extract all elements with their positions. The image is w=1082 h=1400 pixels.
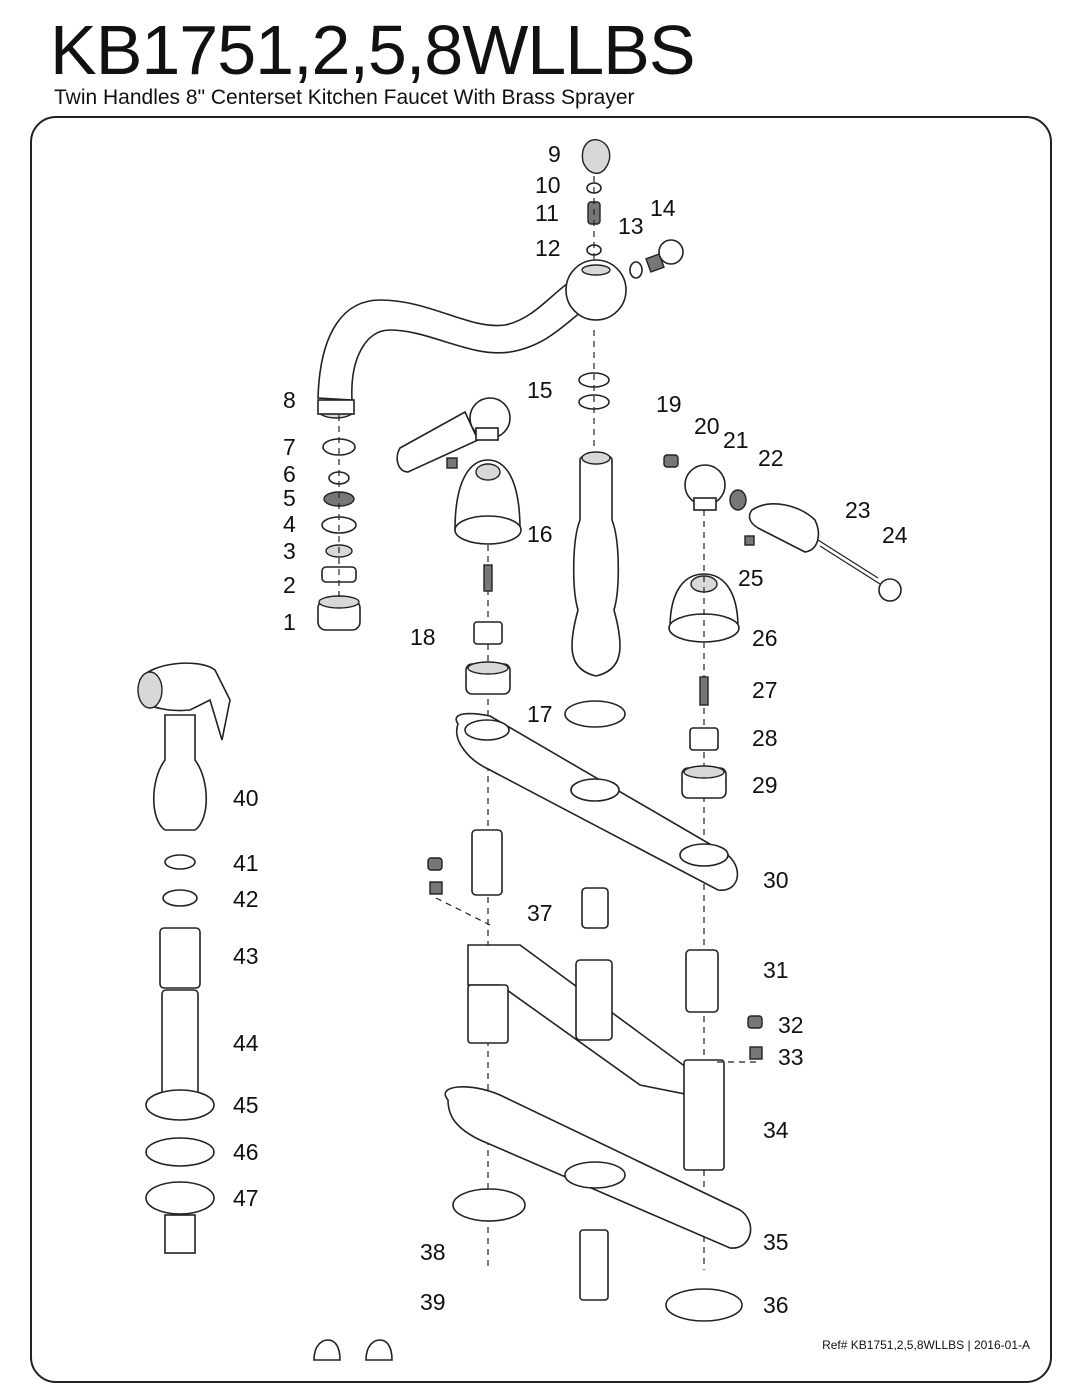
callout-1: 1 xyxy=(283,609,296,635)
callout-21: 21 xyxy=(723,427,749,453)
callout-30: 30 xyxy=(763,867,789,893)
callout-36: 36 xyxy=(763,1292,789,1318)
callout-40: 40 xyxy=(233,785,259,811)
callout-28: 28 xyxy=(752,725,778,751)
callout-38: 38 xyxy=(420,1239,446,1265)
left-handle-drawing xyxy=(396,397,511,473)
sprayer-assembly xyxy=(137,662,231,1254)
callout-39: 39 xyxy=(420,1289,446,1315)
callout-2: 2 xyxy=(283,572,296,598)
aerator-stack xyxy=(317,415,361,631)
right-handle-drawing xyxy=(663,454,902,602)
callout-23: 23 xyxy=(845,497,871,523)
callout-33: 33 xyxy=(778,1044,804,1070)
supply-nuts xyxy=(313,1339,393,1361)
callout-29: 29 xyxy=(752,772,778,798)
callout-37: 37 xyxy=(527,900,553,926)
callout-13: 13 xyxy=(618,213,644,239)
callout-42: 42 xyxy=(233,886,259,912)
callout-46: 46 xyxy=(233,1139,259,1165)
valve-body xyxy=(427,829,763,1171)
callout-labels: 1234567891011121314151617181920212223242… xyxy=(233,141,908,1318)
reference-code: Ref# KB1751,2,5,8WLLBS | 2016-01-A xyxy=(822,1338,1030,1352)
callout-25: 25 xyxy=(738,565,764,591)
model-number: KB1751,2,5,8WLLBS xyxy=(50,11,696,89)
callout-41: 41 xyxy=(233,850,259,876)
callout-7: 7 xyxy=(283,434,296,460)
callout-47: 47 xyxy=(233,1185,259,1211)
spout-cap-parts xyxy=(581,138,684,279)
callout-43: 43 xyxy=(233,943,259,969)
callout-18: 18 xyxy=(410,624,436,650)
callout-11: 11 xyxy=(535,200,559,226)
callout-9: 9 xyxy=(548,141,561,167)
callout-34: 34 xyxy=(763,1117,789,1143)
spout-drawing xyxy=(317,259,627,419)
callout-15: 15 xyxy=(527,377,553,403)
callout-27: 27 xyxy=(752,677,778,703)
callout-3: 3 xyxy=(283,538,296,564)
deck-plate xyxy=(455,712,739,891)
callout-5: 5 xyxy=(283,485,296,511)
callout-20: 20 xyxy=(694,413,720,439)
callout-32: 32 xyxy=(778,1012,804,1038)
callout-17: 17 xyxy=(527,701,553,727)
spout-body xyxy=(564,330,626,728)
callout-4: 4 xyxy=(283,511,296,537)
callout-16: 16 xyxy=(527,521,553,547)
diagram-frame xyxy=(30,116,1052,1383)
left-bonnet xyxy=(454,459,522,1270)
callout-19: 19 xyxy=(656,391,682,417)
callout-24: 24 xyxy=(882,522,908,548)
product-description: Twin Handles 8" Centerset Kitchen Faucet… xyxy=(54,86,635,109)
right-bonnet xyxy=(668,510,740,1270)
callout-14: 14 xyxy=(650,195,676,221)
callout-6: 6 xyxy=(283,461,296,487)
callout-22: 22 xyxy=(758,445,784,471)
callout-26: 26 xyxy=(752,625,778,651)
callout-31: 31 xyxy=(763,957,789,983)
callout-10: 10 xyxy=(535,172,561,198)
callout-45: 45 xyxy=(233,1092,259,1118)
callout-35: 35 xyxy=(763,1229,789,1255)
callout-44: 44 xyxy=(233,1030,259,1056)
callout-8: 8 xyxy=(283,387,296,413)
callout-12: 12 xyxy=(535,235,561,261)
base-gasket xyxy=(444,1086,752,1322)
